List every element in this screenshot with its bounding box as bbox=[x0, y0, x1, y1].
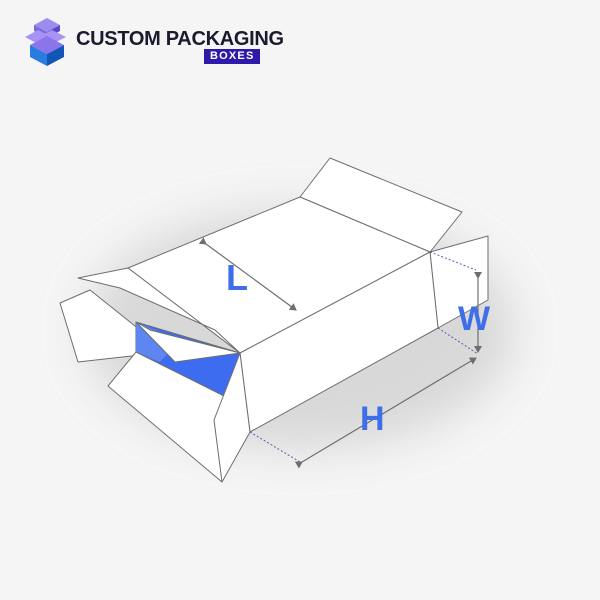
length-arrow bbox=[198, 237, 297, 311]
height-label: H bbox=[360, 400, 385, 438]
width-label: W bbox=[458, 300, 491, 338]
left-top-flap bbox=[77, 267, 241, 354]
cube-boxes-icon bbox=[25, 18, 66, 66]
length-label: L bbox=[226, 257, 248, 298]
guide-line bbox=[429, 251, 477, 271]
height-arrow bbox=[294, 357, 477, 469]
logo-title: CUSTOM PACKAGING bbox=[76, 28, 284, 50]
logo-badge: BOXES bbox=[204, 49, 260, 64]
brand-logo[interactable]: CUSTOM PACKAGING BOXES bbox=[20, 16, 284, 72]
guide-line bbox=[249, 431, 301, 463]
